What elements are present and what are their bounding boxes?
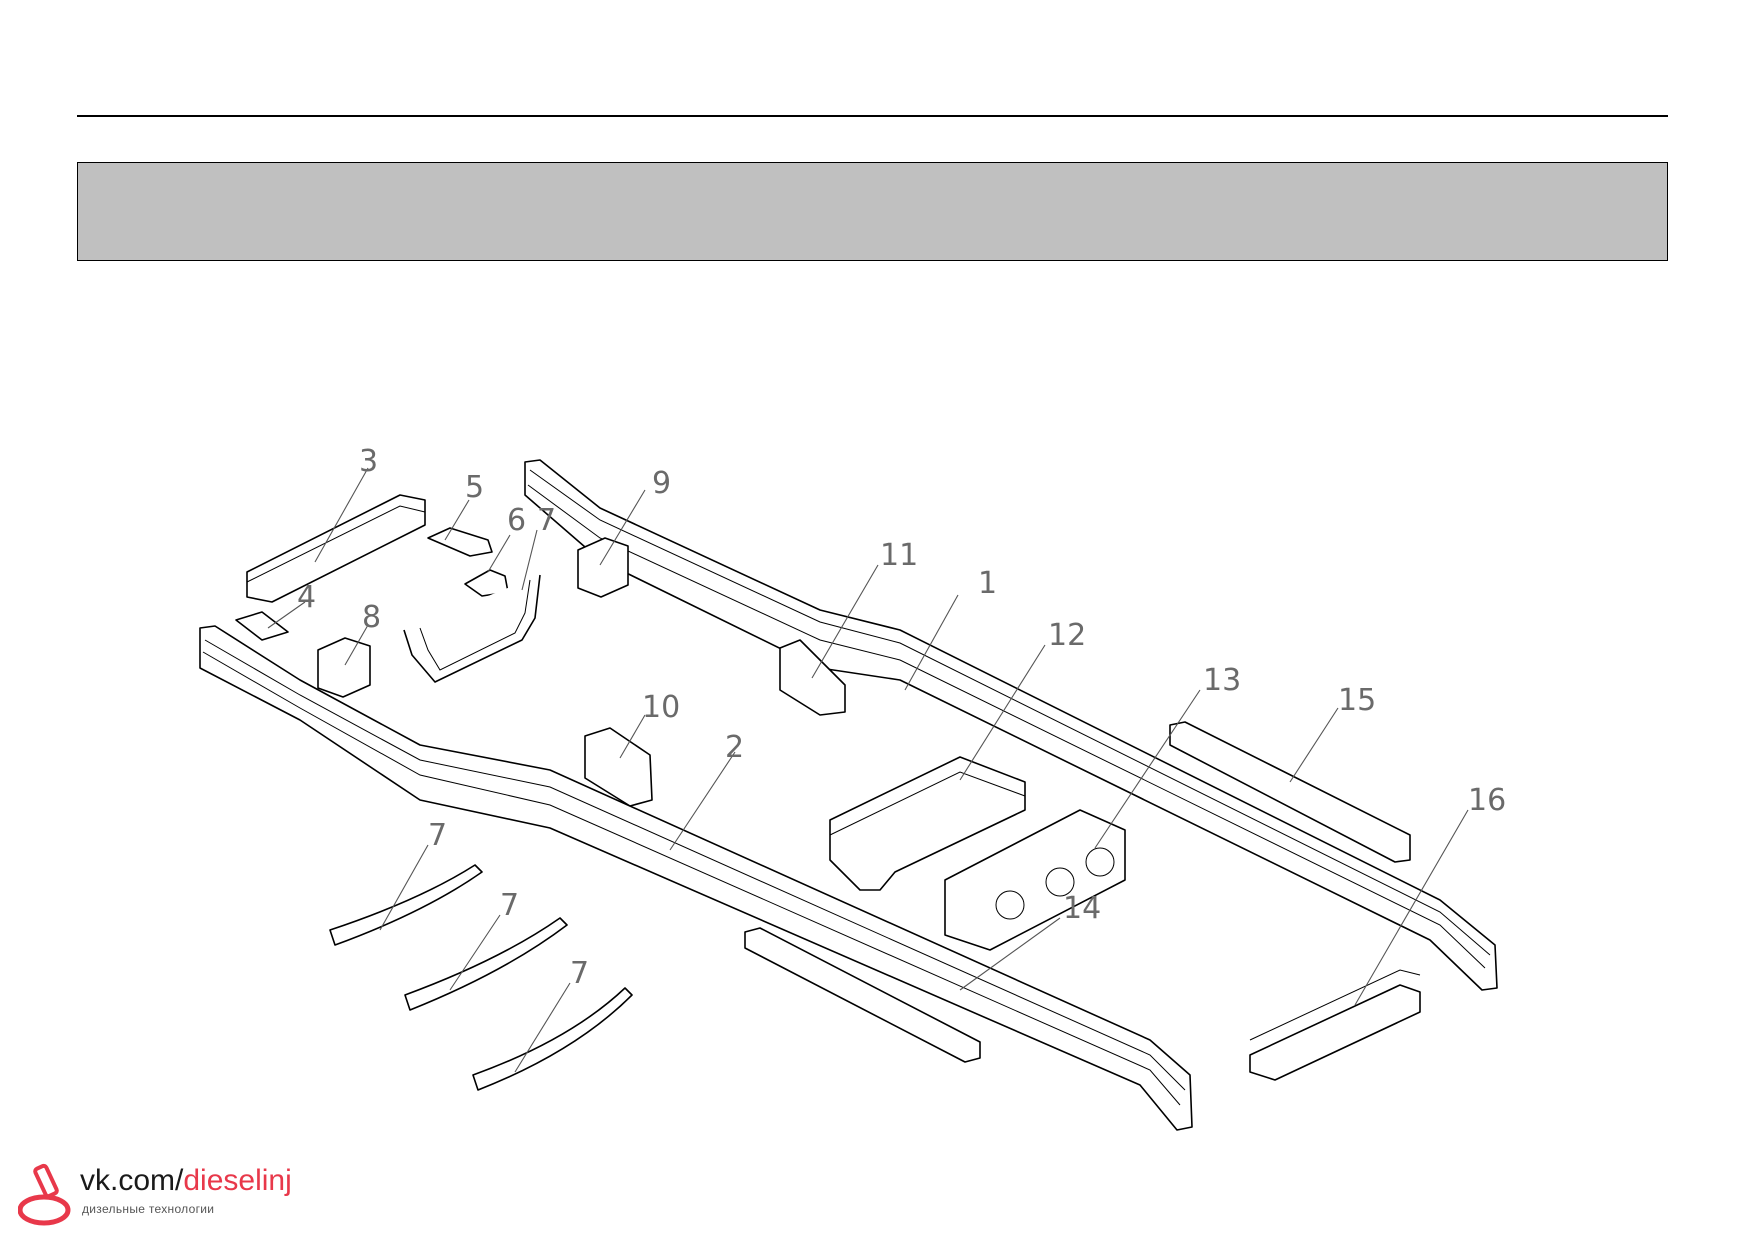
callout-10: 10 (642, 690, 680, 725)
part-6-bracket (464, 569, 509, 597)
watermark: vk.com/dieselinj дизельные технологии (18, 1162, 308, 1232)
title-band (77, 162, 1668, 261)
callout-13: 13 (1203, 663, 1241, 698)
watermark-url-prefix: vk.com/ (80, 1164, 184, 1197)
side-rail-left (199, 625, 1193, 1131)
callout-11: 11 (880, 538, 918, 573)
watermark-subtitle: дизельные технологии (82, 1202, 215, 1216)
callout-1: 1 (978, 566, 997, 601)
callout-4: 4 (297, 580, 316, 615)
part-13-crossmember-box (944, 809, 1126, 951)
part-7-crossmember-top (403, 574, 541, 683)
part-9-bracket (577, 537, 629, 598)
part-7-curved-2 (404, 917, 568, 1011)
part-16-rear-crossmember (1249, 969, 1421, 1081)
leader-lines (267, 467, 1469, 1073)
watermark-url-accent: dieselinj (183, 1164, 292, 1197)
watermark-url: vk.com/dieselinj (80, 1164, 292, 1198)
part-14-reinforcement (744, 927, 981, 1063)
callout-16: 16 (1468, 783, 1506, 818)
part-12-crossmember (829, 756, 1026, 891)
callout-7-a: 7 (428, 818, 447, 853)
part-15-reinforcement (1169, 721, 1411, 863)
part-5-plate (427, 527, 493, 557)
injector-logo-icon (18, 1163, 71, 1226)
callout-3: 3 (359, 444, 378, 479)
part-3-plate (246, 494, 426, 603)
callout-15: 15 (1338, 683, 1376, 718)
callout-7-top: 7 (537, 503, 556, 538)
part-4-plate (235, 611, 289, 641)
callout-14: 14 (1063, 891, 1101, 926)
callout-2: 2 (725, 730, 744, 765)
callout-9: 9 (652, 466, 671, 501)
side-rail-right (524, 459, 1498, 991)
callout-5: 5 (465, 470, 484, 505)
callout-7-c: 7 (570, 956, 589, 991)
part-7-curved-1 (329, 864, 483, 946)
callout-6: 6 (507, 503, 526, 538)
callouts: 1 2 3 4 5 6 7 8 9 10 11 12 13 14 15 16 7… (297, 444, 1506, 991)
callout-12: 12 (1048, 618, 1086, 653)
callout-7-b: 7 (500, 888, 519, 923)
part-7-curved-3 (472, 987, 633, 1091)
part-8-bracket (317, 637, 371, 698)
part-10-support (584, 727, 653, 807)
callout-8: 8 (362, 600, 381, 635)
header-rule (77, 115, 1668, 117)
